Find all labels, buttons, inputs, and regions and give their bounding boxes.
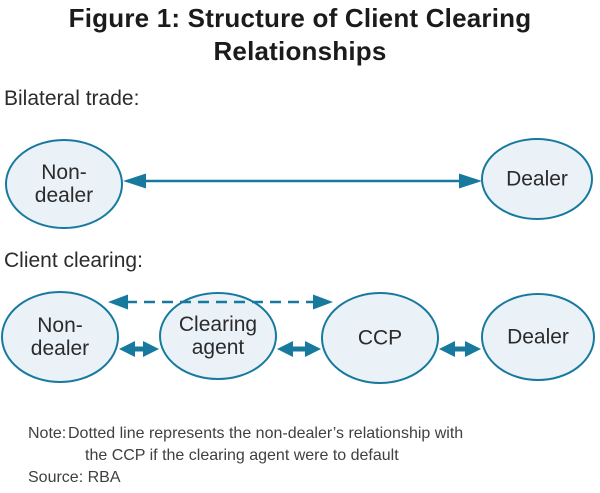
label-clearing-agent: Clearing agent [178, 312, 258, 359]
label-client-non-dealer: Non- dealer [30, 313, 90, 360]
label-bilateral-non-dealer: Non- dealer [34, 160, 94, 207]
figure-title-line2: Relationships [213, 36, 387, 66]
client-clearing-heading: Client clearing: [4, 249, 143, 272]
note-text-line2: the CCP if the clearing agent were to de… [85, 447, 399, 464]
node-bilateral-non-dealer [5, 139, 123, 229]
node-clearing-agent [159, 292, 277, 380]
bilateral-trade-heading: Bilateral trade: [4, 87, 140, 110]
note-text-line1: Dotted line represents the non-dealer’s … [68, 425, 464, 442]
arrow-default-relationship-dashed [108, 294, 333, 310]
figure-title-line1: Figure 1: Structure of Client Clearing [68, 3, 532, 33]
figure-footer: Note: Dotted line represents the non-dea… [28, 423, 588, 489]
label-bilateral-dealer: Dealer [506, 167, 568, 191]
node-ccp [321, 292, 439, 384]
node-bilateral-dealer [481, 138, 593, 220]
node-client-dealer [481, 293, 595, 381]
label-ccp: CCP [357, 326, 403, 350]
arrow-ccp-dealer [439, 341, 481, 357]
node-client-non-dealer [1, 291, 119, 383]
arrow-nondealer-agent [119, 341, 159, 357]
arrow-agent-ccp [277, 341, 321, 357]
label-client-dealer: Dealer [507, 325, 569, 349]
figure-title: Figure 1: Structure of Client Clearing R… [0, 2, 600, 68]
arrow-bilateral-trade [123, 173, 482, 189]
source-line: Source: RBA [28, 469, 121, 486]
note-label: Note: [28, 425, 67, 442]
note-row: Note: Dotted line represents the non-dea… [28, 423, 588, 445]
